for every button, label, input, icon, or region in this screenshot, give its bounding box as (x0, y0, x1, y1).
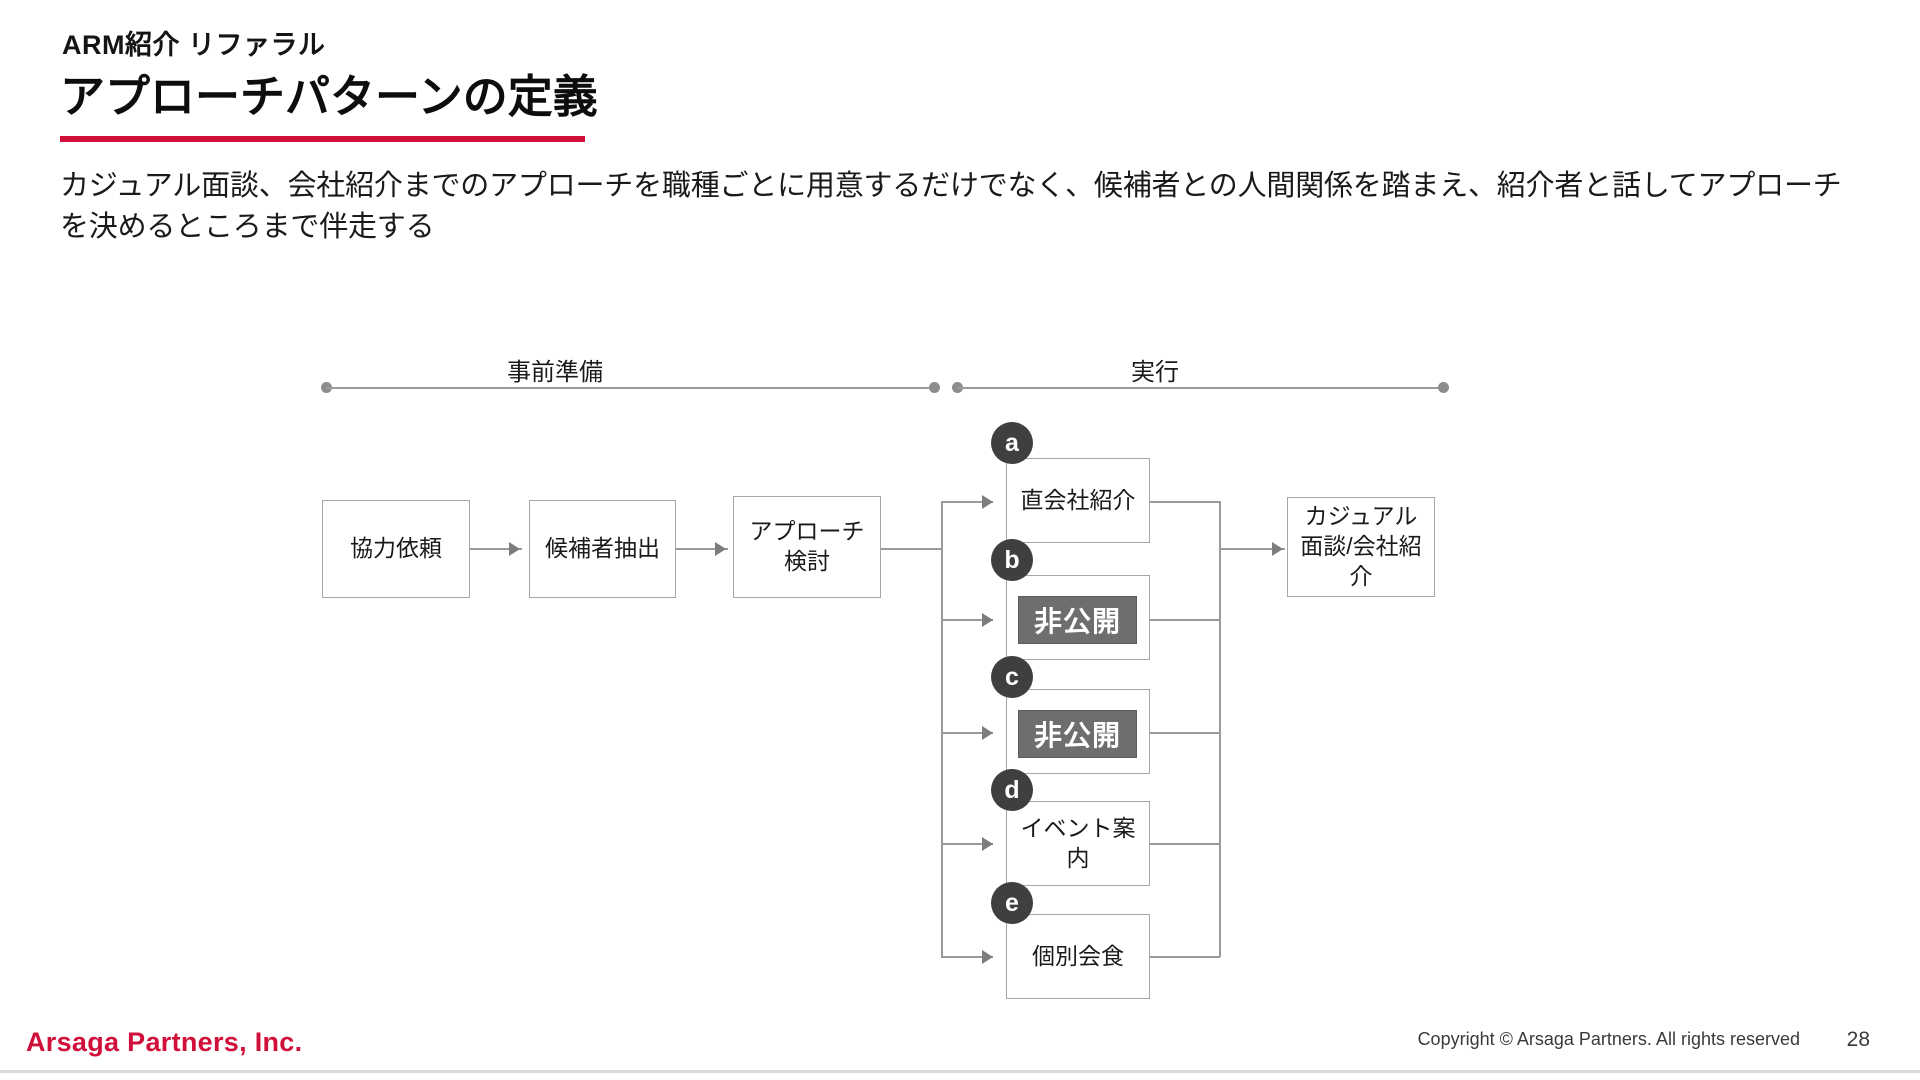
branch-badge-c: c (991, 656, 1033, 698)
connector-branch-bus (941, 501, 943, 956)
branch-badge-b: b (991, 539, 1033, 581)
page-number: 28 (1846, 1028, 1870, 1051)
branch-badge-d: d (991, 769, 1033, 811)
flow-node-outcome[interactable]: カジュアル面談/会社紹介 (1287, 497, 1435, 597)
merge-line-e (1150, 956, 1220, 958)
merge-line-b (1150, 619, 1220, 621)
arrow-prep-2 (715, 542, 726, 556)
arrow-branch-a (982, 495, 993, 509)
arrow-branch-e (982, 950, 993, 964)
slide-eyebrow: ARM紹介 リファラル (62, 30, 326, 60)
flow-node-kouhosha-chushutsu[interactable]: 候補者抽出 (529, 500, 676, 598)
branch-badge-e: e (991, 882, 1033, 924)
flow-node-branch-d[interactable]: イベント案内 (1006, 801, 1150, 886)
flow-node-branch-e[interactable]: 個別会食 (1006, 914, 1150, 999)
redacted-chip-c: 非公開 (1018, 710, 1137, 758)
merge-bus (1219, 501, 1221, 957)
phase-line-exec (957, 387, 1444, 389)
arrow-branch-c (982, 726, 993, 740)
connector-branch-d (941, 843, 993, 845)
redacted-chip-b: 非公開 (1018, 596, 1137, 644)
merge-line-c (1150, 732, 1220, 734)
flow-node-branch-a[interactable]: 直会社紹介 (1006, 458, 1150, 543)
arrow-outcome (1272, 542, 1283, 556)
phase-dot-prep-end (929, 382, 940, 393)
connector-branch-c (941, 732, 993, 734)
copyright-text: Copyright © Arsaga Partners. All rights … (1417, 1029, 1800, 1049)
connector-prep-1 (470, 548, 522, 550)
phase-label-exec: 実行 (1131, 359, 1179, 386)
flow-node-approach-kento[interactable]: アプローチ検討 (733, 496, 881, 598)
title-underline-rule (60, 136, 585, 142)
arrow-branch-b (982, 613, 993, 627)
brand-logo-text: Arsaga Partners, Inc. (26, 1027, 303, 1057)
flow-node-kyoryoku-irai[interactable]: 協力依頼 (322, 500, 470, 598)
connector-outcome (1219, 548, 1285, 550)
arrow-branch-d (982, 837, 993, 851)
merge-line-d (1150, 843, 1220, 845)
phase-line-prep (326, 387, 936, 389)
connector-branch-a (941, 501, 993, 503)
arrow-prep-1 (509, 542, 520, 556)
merge-line-a (1150, 501, 1220, 503)
connector-branch-b (941, 619, 993, 621)
phase-label-prep: 事前準備 (507, 359, 603, 386)
footer-divider (0, 1070, 1920, 1073)
connector-branch-trunk (881, 548, 942, 550)
branch-badge-a: a (991, 422, 1033, 464)
phase-dot-exec-end (1438, 382, 1449, 393)
slide-lead-text: カジュアル面談、会社紹介までのアプローチを職種ごとに用意するだけでなく、候補者と… (60, 170, 1842, 244)
connector-prep-2 (676, 548, 728, 550)
connector-branch-e (941, 956, 993, 958)
page-title: アプローチパターンの定義 (60, 71, 598, 122)
